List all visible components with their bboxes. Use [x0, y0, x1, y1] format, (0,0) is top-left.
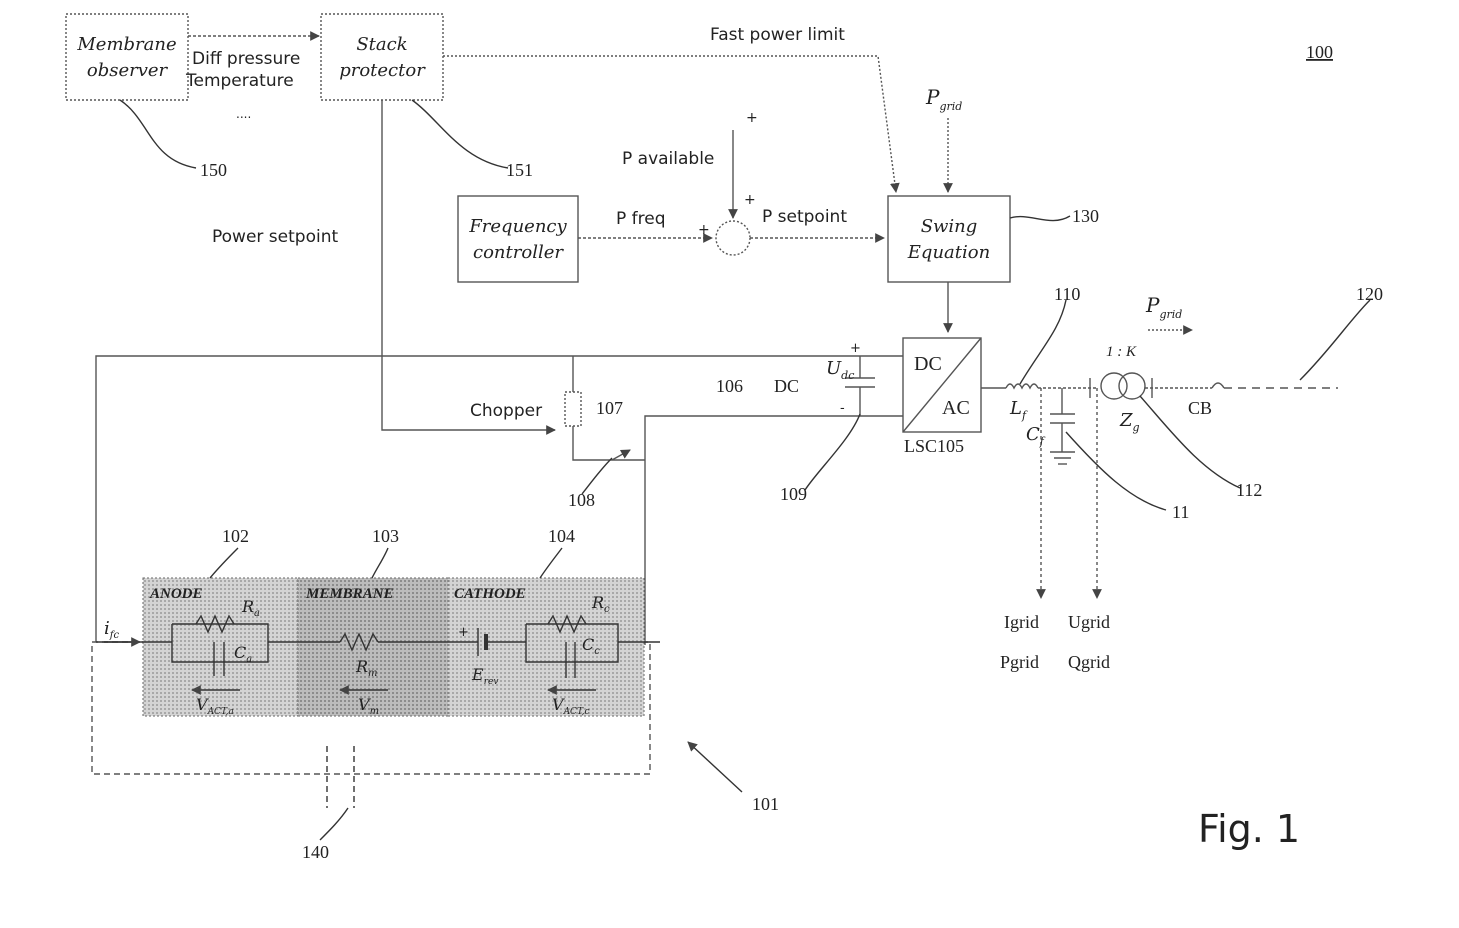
erev-plus: +: [458, 625, 469, 640]
transformer-secondary: [1119, 373, 1145, 399]
converter-ac-label: AC: [942, 397, 970, 419]
qgrid-label: Qgrid: [1068, 652, 1110, 672]
converter-name-label: LSC105: [904, 436, 964, 456]
udc-symbol: Udc: [826, 358, 854, 382]
leader-120: [1300, 300, 1370, 380]
summing-junction: [716, 221, 750, 255]
ref-102: 102: [222, 526, 249, 546]
p-available-label: P available: [622, 149, 714, 169]
ugrid-label: Ugrid: [1068, 612, 1110, 632]
ref-106: 106: [716, 376, 743, 396]
igrid-label: Igrid: [1004, 612, 1039, 632]
pgrid-label: Pgrid: [1000, 652, 1039, 672]
ref-112: 112: [1236, 480, 1262, 500]
leader-103: [372, 548, 388, 578]
plus-right: +: [744, 192, 756, 208]
ref-130: 130: [1072, 206, 1099, 226]
swing-equation-line2: Equation: [907, 242, 990, 263]
dc-cap-minus: -: [840, 401, 845, 416]
circuit-breaker: [1212, 383, 1224, 388]
ref-109: 109: [780, 484, 807, 504]
dc-bus-label: DC: [774, 376, 799, 396]
ref-120: 120: [1356, 284, 1383, 304]
diff-pressure-label: Diff pressure: [192, 49, 300, 69]
leader-151: [412, 100, 508, 168]
inductor-lf: [1006, 384, 1038, 388]
lf-symbol: Lf: [1009, 398, 1028, 422]
swing-equation-box: [888, 196, 1010, 282]
ref-110: 110: [1054, 284, 1080, 304]
membrane-title: MEMBRANE: [305, 586, 394, 602]
p-freq-label: P freq: [616, 209, 666, 229]
dc-cap-plus: +: [850, 341, 861, 356]
figure-caption: Fig. 1: [1198, 807, 1300, 851]
pgrid-top-symbol: Pgrid: [925, 85, 962, 113]
power-setpoint-line: [382, 100, 555, 430]
leader-130: [1010, 216, 1070, 221]
power-setpoint-label: Power setpoint: [212, 227, 338, 247]
ellipsis-label: ....: [236, 107, 251, 121]
leader-140: [320, 808, 348, 840]
leader-102: [210, 548, 238, 578]
ref-107: 107: [596, 398, 623, 418]
fast-power-limit-label: Fast power limit: [710, 25, 845, 45]
anode-title: ANODE: [149, 586, 203, 602]
ref-103: 103: [372, 526, 399, 546]
plus-left: +: [698, 222, 710, 238]
ref-111: 11: [1172, 502, 1189, 522]
leader-110: [1020, 300, 1066, 384]
plus-top: +: [746, 110, 758, 126]
membrane-observer-box: [66, 14, 188, 100]
stack-protector-line1: Stack: [356, 34, 407, 55]
ref-101: 101: [752, 794, 779, 814]
frequency-controller-line2: controller: [473, 242, 564, 263]
zg-symbol: Zg: [1119, 410, 1140, 434]
ref-108: 108: [568, 490, 595, 510]
figure-number: 100: [1306, 42, 1333, 62]
leader-111: [1066, 432, 1166, 510]
frequency-controller-line1: Frequency: [468, 216, 567, 237]
ref-104: 104: [548, 526, 575, 546]
dc-bus-return: [645, 416, 903, 645]
chopper-switch: [612, 450, 630, 460]
membrane-observer-line1: Membrane: [76, 34, 176, 55]
ifc-symbol: ifc: [104, 618, 119, 641]
converter-dc-label: DC: [914, 353, 942, 375]
ref-101-arrow: [688, 742, 742, 792]
cb-label: CB: [1188, 398, 1212, 418]
leader-108: [582, 458, 612, 494]
transformer-ratio: 1 : K: [1106, 344, 1137, 360]
ref-150: 150: [200, 160, 227, 180]
temperature-label: Temperature: [185, 71, 294, 91]
leader-104: [540, 548, 562, 578]
ref-140: 140: [302, 842, 329, 862]
cf-symbol: Cf: [1026, 424, 1046, 448]
p-setpoint-label: P setpoint: [762, 207, 847, 227]
chopper-box: [565, 392, 581, 426]
membrane-observer-line2: observer: [87, 60, 169, 81]
ref-151: 151: [506, 160, 533, 180]
leader-109: [805, 414, 860, 490]
pgrid-flow-symbol: Pgrid: [1145, 293, 1182, 321]
chopper-bottom-lead: [573, 426, 645, 460]
stack-protector-box: [321, 14, 443, 100]
cathode-title: CATHODE: [454, 586, 526, 602]
swing-equation-line1: Swing: [921, 216, 978, 237]
leader-150: [120, 100, 196, 168]
chopper-label: Chopper: [470, 401, 542, 421]
stack-protector-line2: protector: [339, 60, 426, 81]
frequency-controller-box: [458, 196, 578, 282]
